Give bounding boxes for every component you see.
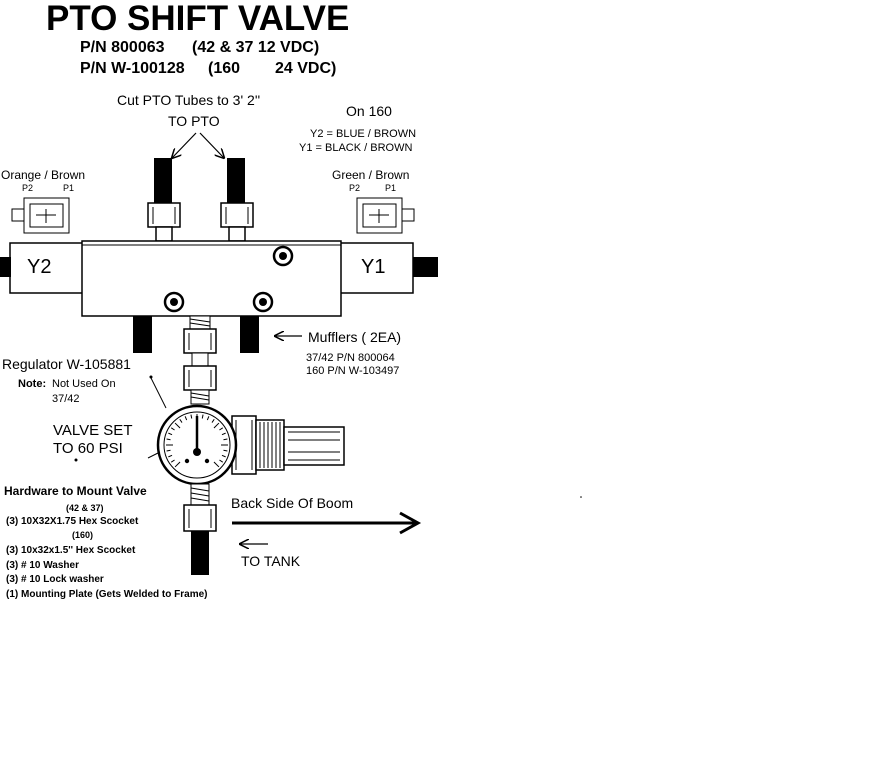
threaded-nipple-mid xyxy=(190,389,210,405)
mount-bolt-bottom-left xyxy=(163,291,185,313)
to-pto-label: TO PTO xyxy=(168,113,220,129)
on160-heading: On 160 xyxy=(346,103,392,119)
right-connector-p1: P1 xyxy=(385,183,396,193)
gauge-tick xyxy=(223,449,228,452)
gauge-tick xyxy=(168,454,173,458)
gauge-tick xyxy=(170,427,175,431)
muffler-left xyxy=(133,316,152,353)
regulator-note-text-2: 37/42 xyxy=(52,393,80,405)
right-connector-label: Green / Brown xyxy=(332,168,409,182)
regulator-body xyxy=(231,415,285,475)
pto-tube-right xyxy=(227,158,245,204)
threaded-nipple-lower xyxy=(190,483,210,506)
left-connector-label: Orange / Brown xyxy=(1,168,85,182)
regulator-note-text: Not Used On xyxy=(52,378,116,390)
gauge-tick xyxy=(166,449,171,452)
hardware-line-6: (3) # 10 Lock washer xyxy=(6,574,104,585)
gauge-tick xyxy=(211,418,215,423)
hardware-line-7: (1) Mounting Plate (Gets Welded to Frame… xyxy=(6,589,208,600)
solenoid-y1-label: Y1 xyxy=(361,256,385,278)
solenoid-y2-label: Y2 xyxy=(27,256,51,278)
pto-tube-left xyxy=(154,158,172,204)
hardware-line-1: (42 & 37) xyxy=(66,503,104,513)
part-number-1-spec: (42 & 37 12 VDC) xyxy=(192,39,319,56)
gauge-tick xyxy=(170,459,175,463)
solenoid-y2-plug xyxy=(0,257,11,277)
left-connector-p1: P1 xyxy=(63,183,74,193)
back-side-label: Back Side Of Boom xyxy=(231,495,353,511)
part-number-2-spec: (160 xyxy=(208,60,240,77)
regulator-adjust-knob xyxy=(283,426,345,466)
gauge-tick xyxy=(168,432,173,436)
hardware-title: Hardware to Mount Valve xyxy=(4,484,147,498)
valve-set-dot xyxy=(74,458,78,462)
to-pto-arrow-right xyxy=(199,132,224,158)
gauge-tick xyxy=(213,422,220,429)
solenoid-y1-plug xyxy=(413,257,438,277)
right-connector-p2: P2 xyxy=(349,183,360,193)
hardware-line-2: (3) 10X32X1.75 Hex Scocket xyxy=(6,516,139,527)
mufflers-pn-1: 37/42 P/N 800064 xyxy=(306,352,395,364)
valve-set-leader xyxy=(147,451,161,459)
on160-y2: Y2 = BLUE / BROWN xyxy=(310,128,416,140)
gauge-tick xyxy=(221,432,226,436)
regulator-leader xyxy=(149,375,167,409)
mufflers-pn-2: 160 P/N W-103497 xyxy=(306,365,399,377)
gauge-tick xyxy=(174,422,181,429)
tubes-label: Cut PTO Tubes to 3' 2'' xyxy=(117,92,260,108)
gauge-tick xyxy=(213,461,220,468)
part-number-2-voltage: 24 VDC) xyxy=(275,60,336,77)
on160-y1: Y1 = BLACK / BROWN xyxy=(299,142,412,154)
gauge-tick xyxy=(219,459,224,463)
gauge-tick xyxy=(206,416,210,421)
pipe-segment-1 xyxy=(191,352,209,367)
tank-tube xyxy=(191,531,209,575)
gauge-tick xyxy=(174,461,181,468)
pressure-gauge xyxy=(156,404,238,486)
gauge-tick xyxy=(179,418,183,423)
part-number-1: P/N 800063 xyxy=(80,39,165,56)
fitting-upper-2 xyxy=(183,365,217,391)
regulator-note-label: Note: xyxy=(18,378,46,390)
stray-dot xyxy=(580,496,582,498)
fitting-lower xyxy=(183,504,217,532)
threaded-nipple-upper xyxy=(189,315,211,330)
hardware-line-3: (160) xyxy=(72,530,93,540)
to-pto-arrow-left xyxy=(172,132,197,158)
gauge-tick xyxy=(223,438,228,441)
mufflers-label: Mufflers ( 2EA) xyxy=(308,329,401,345)
gauge-tick xyxy=(190,414,193,419)
gauge-tick xyxy=(221,454,226,458)
valve-set-line-2: TO 60 PSI xyxy=(53,440,123,457)
valve-set-line-1: VALVE SET xyxy=(53,422,132,439)
page-title: PTO SHIFT VALVE xyxy=(46,0,349,38)
left-connector-p2: P2 xyxy=(22,183,33,193)
valve-body xyxy=(81,240,342,317)
left-connector-symbol xyxy=(11,197,70,234)
right-connector-symbol xyxy=(356,197,415,234)
regulator-label: Regulator W-105881 xyxy=(2,356,131,372)
hardware-line-5: (3) # 10 Washer xyxy=(6,560,79,571)
pto-fitting-right xyxy=(220,202,254,242)
to-tank-label: TO TANK xyxy=(241,553,301,569)
pto-fitting-left xyxy=(147,202,181,242)
part-number-2: P/N W-100128 xyxy=(80,60,185,77)
mount-bolt-bottom-right xyxy=(252,291,274,313)
back-side-arrowhead xyxy=(399,511,422,535)
gauge-tick xyxy=(201,414,204,419)
muffler-right xyxy=(240,316,259,353)
fitting-upper-1 xyxy=(183,328,217,354)
mount-bolt-top-right xyxy=(272,245,294,267)
gauge-tick xyxy=(184,416,188,421)
hardware-line-4: (3) 10x32x1.5'' Hex Scocket xyxy=(6,545,136,556)
gauge-tick xyxy=(219,427,224,431)
gauge-tick xyxy=(166,438,171,441)
regulator-leader-dot xyxy=(149,375,153,379)
